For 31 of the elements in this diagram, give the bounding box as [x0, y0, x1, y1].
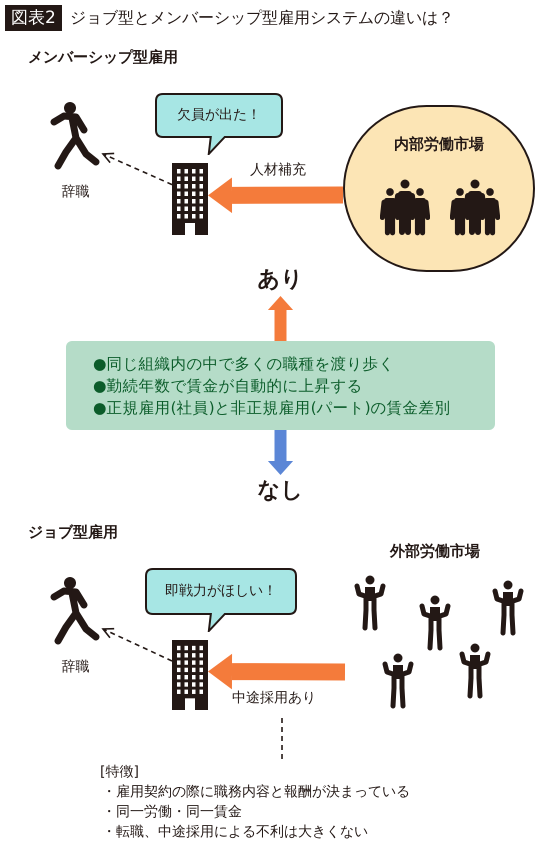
speech-bubble [155, 93, 283, 155]
bullet-text: ●同じ組織内の中で多くの職種を渡り歩く [93, 354, 396, 374]
bubble-text: 欠員が出た！ [177, 106, 261, 124]
section-heading: メンバーシップ型雇用 [28, 47, 178, 68]
notes-heading: [特徴] [100, 763, 140, 782]
office-building-drawing [172, 163, 208, 235]
node-label: 辞職 [60, 183, 90, 202]
arrow [102, 152, 172, 186]
block-arrow [208, 654, 346, 690]
block-arrow [208, 177, 343, 214]
speech-bubble [145, 568, 297, 632]
note-text: ・雇用契約の際に職務内容と報酬が決まっている [101, 783, 411, 802]
node-label: 辞職 [60, 658, 90, 677]
note-text: ・同一労働・同一賃金 [101, 803, 243, 822]
figure-number-badge: 図表2 [5, 5, 62, 31]
block-arrow [268, 430, 294, 475]
arrow [102, 628, 172, 662]
section-heading: ジョブ型雇用 [28, 522, 118, 543]
connector-line [281, 718, 283, 762]
result-text: なし [258, 480, 304, 502]
bubble-text: 即戦力がほしい！ [165, 582, 277, 600]
bullet-text: ●正規雇用(社員)と非正規雇用(パート)の賃金差別 [93, 398, 452, 418]
feature-panel [66, 341, 495, 430]
note-text: ・転職、中途採用による不利は大きくない [101, 823, 369, 842]
result-text: あり [258, 269, 304, 291]
bullet-text: ●勤続年数で賃金が自動的に上昇する [93, 376, 364, 396]
circle-heading: 内部労働市場 [393, 134, 485, 155]
market-heading: 外部労働市場 [390, 541, 480, 562]
block-arrow [268, 296, 294, 341]
title: ジョブ型とメンバーシップ型雇用システムの違いは？ [70, 7, 454, 29]
office-building-drawing [172, 640, 208, 710]
